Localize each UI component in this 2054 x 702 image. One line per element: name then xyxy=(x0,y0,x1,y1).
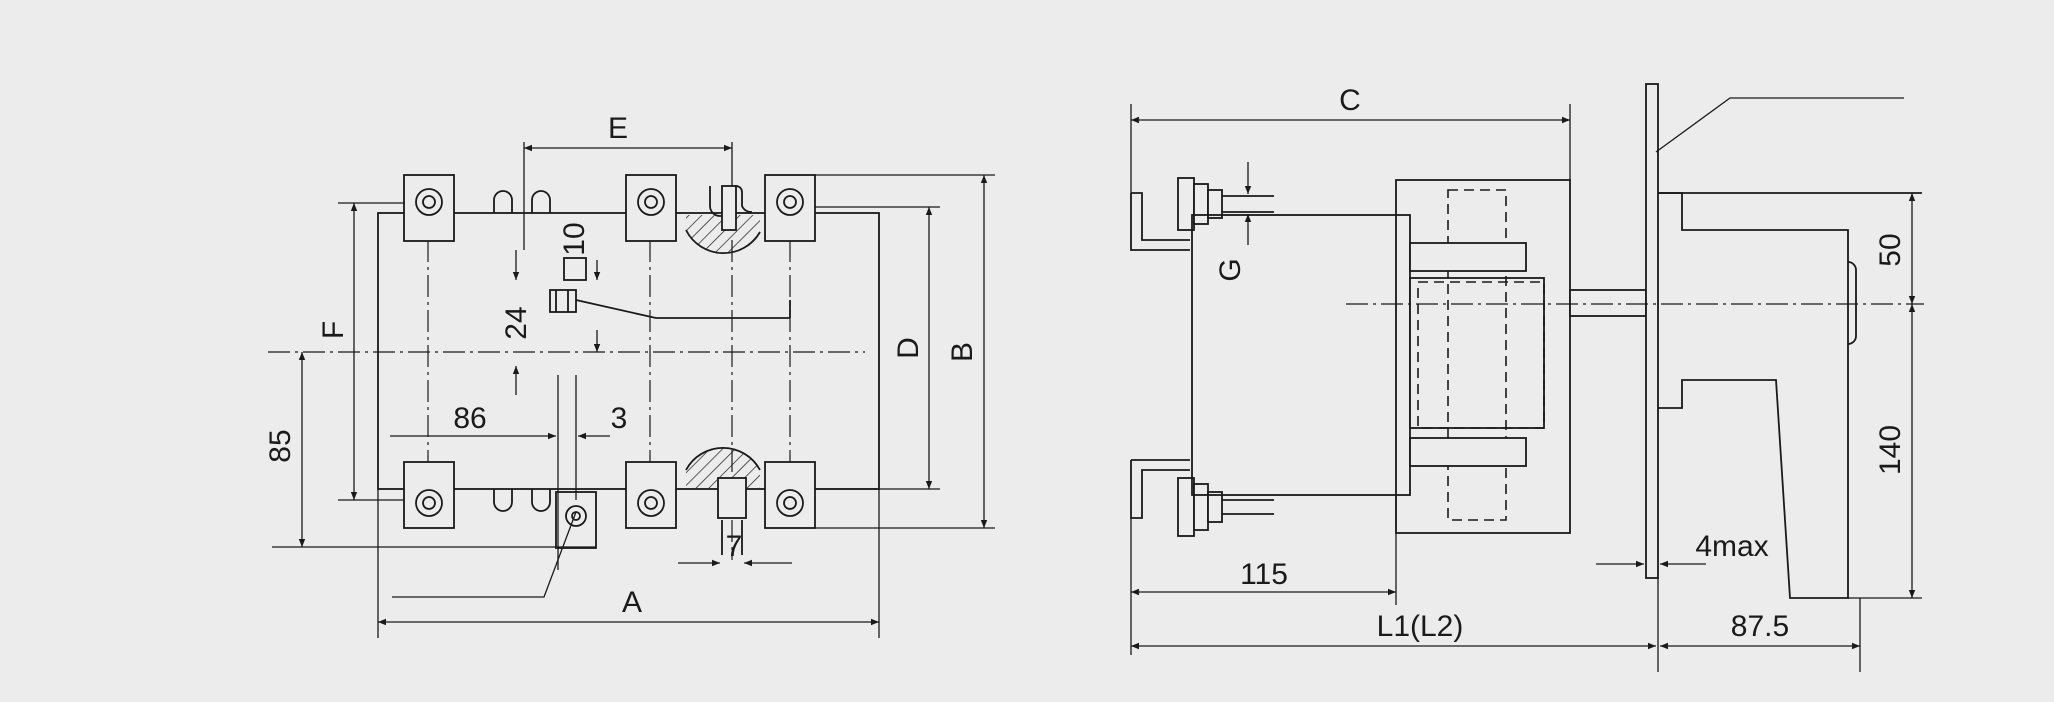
label-87-5: 87.5 xyxy=(1731,610,1789,643)
contactor-body xyxy=(377,212,880,490)
bottom-terminal-left xyxy=(403,461,455,529)
label-85: 85 xyxy=(264,429,297,462)
bolt-top xyxy=(1177,177,1274,231)
top-aux-hook xyxy=(685,185,761,255)
magnet-housing xyxy=(1395,179,1571,534)
label-G: G xyxy=(1214,258,1247,281)
bottom-terminal-middle xyxy=(625,461,677,529)
coil-terminal xyxy=(555,491,597,549)
aux-switch xyxy=(549,257,791,319)
label-7: 7 xyxy=(726,530,743,563)
label-4max: 4max xyxy=(1695,530,1768,563)
front-view: E F D B A 85 86 3 24 10 7 xyxy=(264,112,995,638)
top-terminal-left xyxy=(403,174,455,242)
mounting-plate xyxy=(1645,83,1659,579)
bracket-bottom xyxy=(1130,459,1190,519)
handle-mechanism xyxy=(1658,192,1849,599)
bracket-top xyxy=(1130,192,1190,251)
label-24: 24 xyxy=(500,306,533,339)
label-L1-L2: L1(L2) xyxy=(1377,610,1464,643)
label-115: 115 xyxy=(1240,558,1288,591)
side-body xyxy=(1191,214,1411,496)
top-terminal-middle xyxy=(625,174,677,242)
label-F: F xyxy=(317,321,350,339)
label-C: C xyxy=(1339,84,1361,117)
bottom-terminal-right xyxy=(764,461,816,529)
label-A: A xyxy=(622,586,642,619)
side-view: C G 115 L1(L2) 87.5 50 140 4max xyxy=(1130,83,1924,672)
label-10: 10 xyxy=(558,222,591,255)
top-terminal-right xyxy=(764,174,816,242)
top-slot xyxy=(493,190,513,213)
label-50: 50 xyxy=(1874,233,1907,266)
label-86: 86 xyxy=(453,402,486,435)
label-140: 140 xyxy=(1874,425,1907,475)
top-slot xyxy=(531,190,551,213)
label-3: 3 xyxy=(611,402,628,435)
bottom-aux-hook xyxy=(685,447,761,555)
label-B: B xyxy=(946,342,979,362)
label-D: D xyxy=(892,337,925,359)
label-E: E xyxy=(608,112,628,145)
